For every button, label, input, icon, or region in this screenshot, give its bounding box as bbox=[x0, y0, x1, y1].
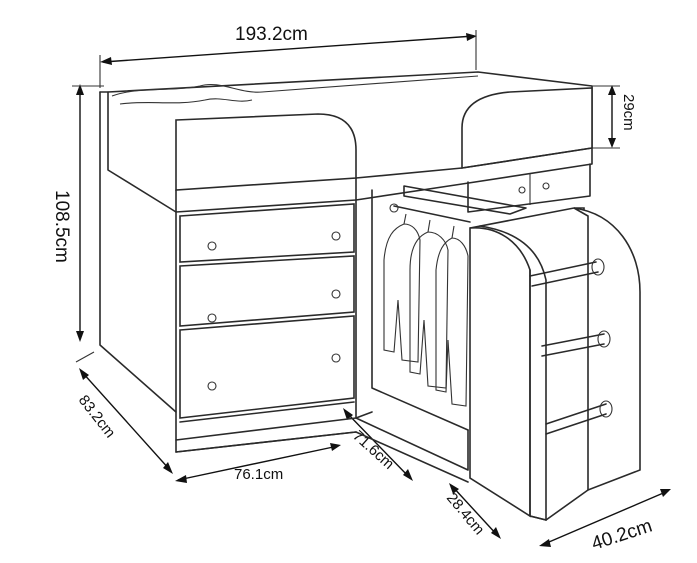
jacket-1 bbox=[383, 223, 421, 363]
knob-icon bbox=[331, 289, 341, 299]
ladder-width-dimension: 40.2cm bbox=[539, 489, 671, 555]
drawer-bottom bbox=[179, 315, 355, 419]
rail-height-dimension: 29cm bbox=[592, 85, 637, 149]
chest-width-dimension: 76.1cm bbox=[175, 443, 341, 483]
label-rail-height: 29cm bbox=[620, 94, 637, 131]
jacket-2 bbox=[409, 231, 449, 389]
knob-icon bbox=[207, 241, 217, 251]
width-dimension: 193.2cm bbox=[99, 24, 477, 88]
label-wardrobe-width: 28.4cm bbox=[443, 490, 488, 539]
ladder-side-panel bbox=[469, 227, 531, 518]
knob-icon bbox=[207, 381, 217, 391]
label-total-width: 193.2cm bbox=[235, 24, 308, 45]
cabin-bed-drawing bbox=[99, 71, 641, 521]
label-depth: 83.2cm bbox=[75, 392, 119, 441]
depth-dimension: 83.2cm bbox=[75, 351, 173, 474]
label-total-height: 108.5cm bbox=[51, 190, 72, 263]
label-ladder-width: 40.2cm bbox=[589, 516, 655, 555]
label-chest-width: 76.1cm bbox=[234, 466, 283, 483]
drawer-middle bbox=[179, 255, 355, 327]
knob-icon bbox=[331, 353, 341, 363]
knob-icon bbox=[331, 231, 341, 241]
height-dimension: 108.5cm bbox=[51, 84, 104, 342]
ladder-outer-panel bbox=[573, 207, 641, 492]
ladder-rungs bbox=[529, 258, 613, 435]
jacket-3 bbox=[435, 237, 469, 407]
knob-icon bbox=[207, 313, 217, 323]
drawer-top bbox=[179, 203, 355, 263]
